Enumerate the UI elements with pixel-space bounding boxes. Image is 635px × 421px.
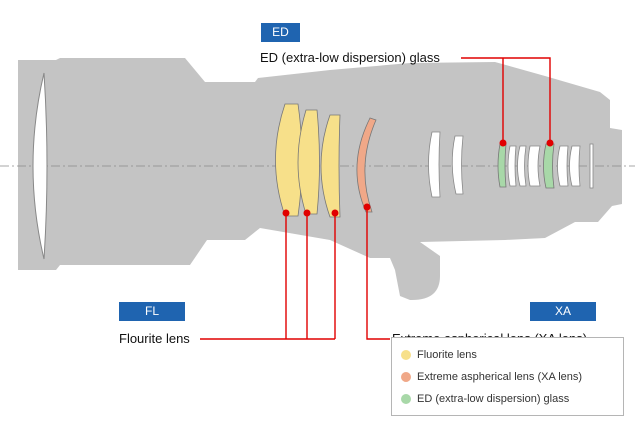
lens-barrel-silhouette bbox=[18, 58, 622, 300]
ed-callout-label: ED (extra-low dispersion) glass bbox=[260, 50, 440, 65]
fl-tag: FL bbox=[119, 302, 185, 321]
rear-lens-b bbox=[517, 145, 527, 187]
legend-item-ed: ED (extra-low dispersion) glass bbox=[401, 388, 623, 410]
ed-swatch bbox=[401, 394, 411, 404]
rear-lens-e bbox=[569, 145, 581, 187]
rear-lens-d bbox=[557, 145, 569, 187]
fluorite-leader-lines bbox=[200, 213, 336, 340]
legend-box: Fluorite lens Extreme aspherical lens (X… bbox=[391, 337, 624, 416]
xa-lens bbox=[356, 117, 377, 213]
fluorite-marker-2 bbox=[303, 209, 311, 217]
xa-tag: XA bbox=[530, 302, 596, 321]
legend-label-ed: ED (extra-low dispersion) glass bbox=[417, 393, 570, 405]
legend-item-xa: Extreme aspherical lens (XA lens) bbox=[401, 366, 623, 388]
legend-label-xa: Extreme aspherical lens (XA lens) bbox=[417, 371, 583, 383]
ed-lens-1 bbox=[497, 143, 507, 188]
rear-lens-a bbox=[507, 145, 517, 187]
middle-group-lens-1 bbox=[428, 131, 441, 198]
ed-marker-2 bbox=[546, 139, 554, 147]
middle-group-lens-2 bbox=[451, 135, 464, 195]
fluorite-lens-2 bbox=[297, 109, 320, 215]
fluorite-callout-label: Flourite lens bbox=[119, 331, 190, 346]
ed-marker-1 bbox=[499, 139, 507, 147]
rear-lens-c bbox=[527, 145, 541, 187]
front-element bbox=[32, 72, 48, 260]
ed-lens-2 bbox=[543, 143, 555, 189]
legend-item-fluorite: Fluorite lens bbox=[401, 344, 623, 366]
legend-label-fluorite: Fluorite lens bbox=[417, 349, 477, 361]
ed-leader-lines bbox=[461, 57, 551, 143]
fluorite-lens-3 bbox=[320, 114, 341, 218]
xa-swatch bbox=[401, 372, 411, 382]
fluorite-marker-1 bbox=[282, 209, 290, 217]
rear-filter-plate bbox=[589, 143, 594, 189]
ed-tag: ED bbox=[261, 23, 300, 42]
fluorite-swatch bbox=[401, 350, 411, 360]
xa-leader-line bbox=[366, 207, 390, 340]
xa-marker bbox=[363, 203, 371, 211]
fluorite-marker-3 bbox=[331, 209, 339, 217]
